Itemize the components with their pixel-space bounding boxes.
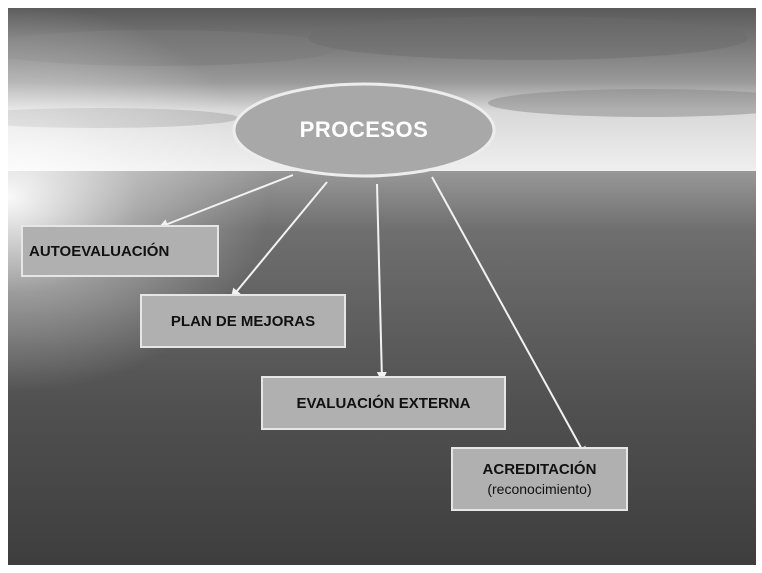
procesos-node: PROCESOS (230, 80, 498, 180)
node-label: EVALUACIÓN EXTERNA (296, 394, 471, 412)
node-acreditacion: ACREDITACIÓN (reconocimiento) (451, 447, 628, 511)
ellipse-shape (232, 82, 496, 178)
node-label: PLAN DE MEJORAS (170, 312, 316, 330)
node-sublabel: (reconocimiento) (487, 481, 592, 497)
node-autoevaluacion: AUTOEVALUACIÓN (21, 225, 219, 277)
node-evaluacion-externa: EVALUACIÓN EXTERNA (261, 376, 506, 430)
node-plan-de-mejoras: PLAN DE MEJORAS (140, 294, 346, 348)
node-label: AUTOEVALUACIÓN (29, 242, 170, 260)
procesos-label: PROCESOS (299, 117, 429, 142)
node-label: ACREDITACIÓN (482, 461, 597, 478)
